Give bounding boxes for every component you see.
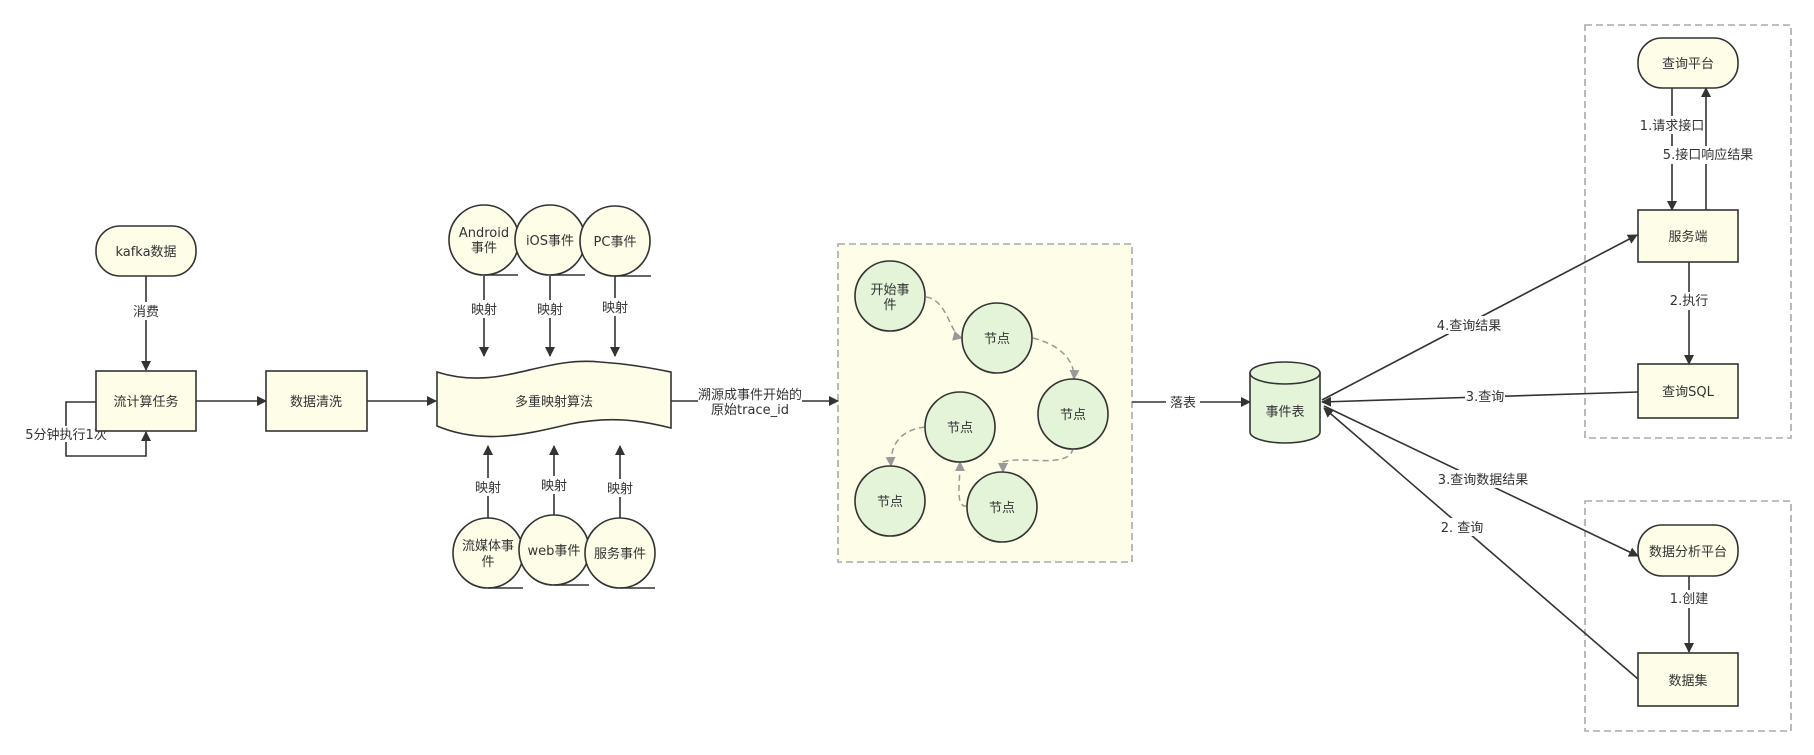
node-server-label: 服务端: [1668, 229, 1707, 245]
node-chain-label: 节点: [947, 421, 973, 436]
edge-label-every-5min: 5分钟执行1次: [25, 427, 107, 443]
query-platform-group: [1584, 24, 1792, 439]
node-service-label: 服务事件: [594, 546, 646, 562]
node-dataset-label: 数据集: [1668, 673, 1707, 689]
node-data-clean-label: 数据清洗: [290, 395, 342, 410]
node-server[interactable]: 服务端: [1637, 209, 1739, 263]
node-event-table-label: 事件表: [1265, 405, 1304, 420]
edge-label-mapping: 映射: [537, 302, 563, 318]
node-streaming-label-line2: 件: [481, 555, 494, 570]
edge-label-request-api-1: 1.请求接口: [1640, 118, 1704, 134]
node-chain-label: 节点: [989, 501, 1015, 516]
node-web-event[interactable]: web事件: [518, 514, 590, 586]
node-ios-label: iOS事件: [526, 234, 574, 249]
node-chain-1[interactable]: 节点: [961, 302, 1033, 374]
node-stream-task-label: 流计算任务: [113, 394, 178, 410]
node-chain-4[interactable]: 节点: [924, 391, 996, 463]
node-kafka[interactable]: kafka数据: [95, 225, 197, 277]
edge-label-api-response-5: 5.接口响应结果: [1663, 147, 1753, 163]
node-start-event[interactable]: 开始事 件: [854, 260, 926, 332]
edge-label-mapping: 映射: [475, 480, 501, 496]
node-query-sql-label: 查询SQL: [1662, 385, 1714, 400]
edge-label-create-1: 1.创建: [1670, 592, 1708, 607]
node-start-event-line2: 件: [883, 298, 896, 313]
node-android-label-line1: Android: [459, 226, 509, 241]
node-chain-label: 节点: [984, 332, 1010, 347]
node-data-analysis-platform[interactable]: 数据分析平台: [1637, 524, 1739, 577]
edge-chain-5: [885, 426, 926, 467]
edge-query-2: [1323, 407, 1639, 680]
edge-label-query-3: 3.查询: [1466, 390, 1504, 405]
edge-loop: [65, 401, 151, 457]
edge-label-mapping: 映射: [602, 300, 628, 316]
data-analysis-group: [1584, 500, 1792, 732]
node-chain-label: 节点: [1060, 408, 1086, 423]
edge-label-execute-2: 2.执行: [1670, 294, 1708, 309]
node-android-label-line2: 事件: [471, 241, 497, 256]
edge-label-trace-source-line1: 溯源成事件开始的: [698, 387, 802, 403]
edge-label-query-data-result-3: 3.查询数据结果: [1438, 473, 1528, 488]
edge-label-mapping: 映射: [471, 302, 497, 318]
node-android-event[interactable]: Android 事件: [448, 204, 520, 276]
node-chain-label: 节点: [877, 495, 903, 510]
edge-label-mapping: 映射: [541, 478, 567, 494]
edge-label-consume: 消费: [133, 305, 159, 320]
edge-chain-3: [998, 447, 1074, 473]
node-data-analysis-label: 数据分析平台: [1649, 545, 1727, 560]
node-start-event-line1: 开始事: [870, 283, 909, 298]
edge-chain-1: [925, 296, 963, 341]
edge-chain-4: [954, 461, 968, 507]
edge-label-query-2: 2. 查询: [1441, 521, 1484, 536]
node-multi-mapping[interactable]: 多重映射算法: [436, 360, 672, 438]
node-query-platform-label: 查询平台: [1662, 57, 1714, 72]
node-pc-event[interactable]: PC事件: [579, 205, 651, 277]
edge-label-land-table: 落表: [1170, 396, 1196, 411]
node-pc-label: PC事件: [594, 235, 637, 250]
node-data-clean[interactable]: 数据清洗: [265, 370, 368, 432]
node-streaming-label-line1: 流媒体事: [462, 539, 514, 554]
node-ios-event[interactable]: iOS事件: [514, 204, 586, 276]
node-chain-3[interactable]: 节点: [966, 471, 1038, 543]
node-stream-task[interactable]: 流计算任务: [95, 370, 197, 432]
node-event-table[interactable]: 事件表: [1249, 361, 1321, 444]
node-web-label: web事件: [528, 544, 581, 559]
node-chain-2[interactable]: 节点: [1037, 378, 1109, 450]
node-service-event[interactable]: 服务事件: [584, 517, 656, 589]
edge-label-query-result-4: 4.查询结果: [1437, 319, 1501, 334]
edge-label-mapping: 映射: [607, 481, 633, 497]
edge-label-trace-source-line2: 原始trace_id: [711, 403, 789, 418]
node-dataset[interactable]: 数据集: [1637, 652, 1739, 707]
edge-chain-2: [1032, 337, 1080, 380]
node-query-platform[interactable]: 查询平台: [1637, 37, 1739, 89]
node-kafka-label: kafka数据: [115, 245, 176, 260]
node-chain-5[interactable]: 节点: [854, 465, 926, 537]
node-streaming-media-event[interactable]: 流媒体事 件: [452, 517, 524, 589]
node-multi-mapping-label: 多重映射算法: [515, 394, 593, 410]
node-query-sql[interactable]: 查询SQL: [1637, 363, 1739, 419]
